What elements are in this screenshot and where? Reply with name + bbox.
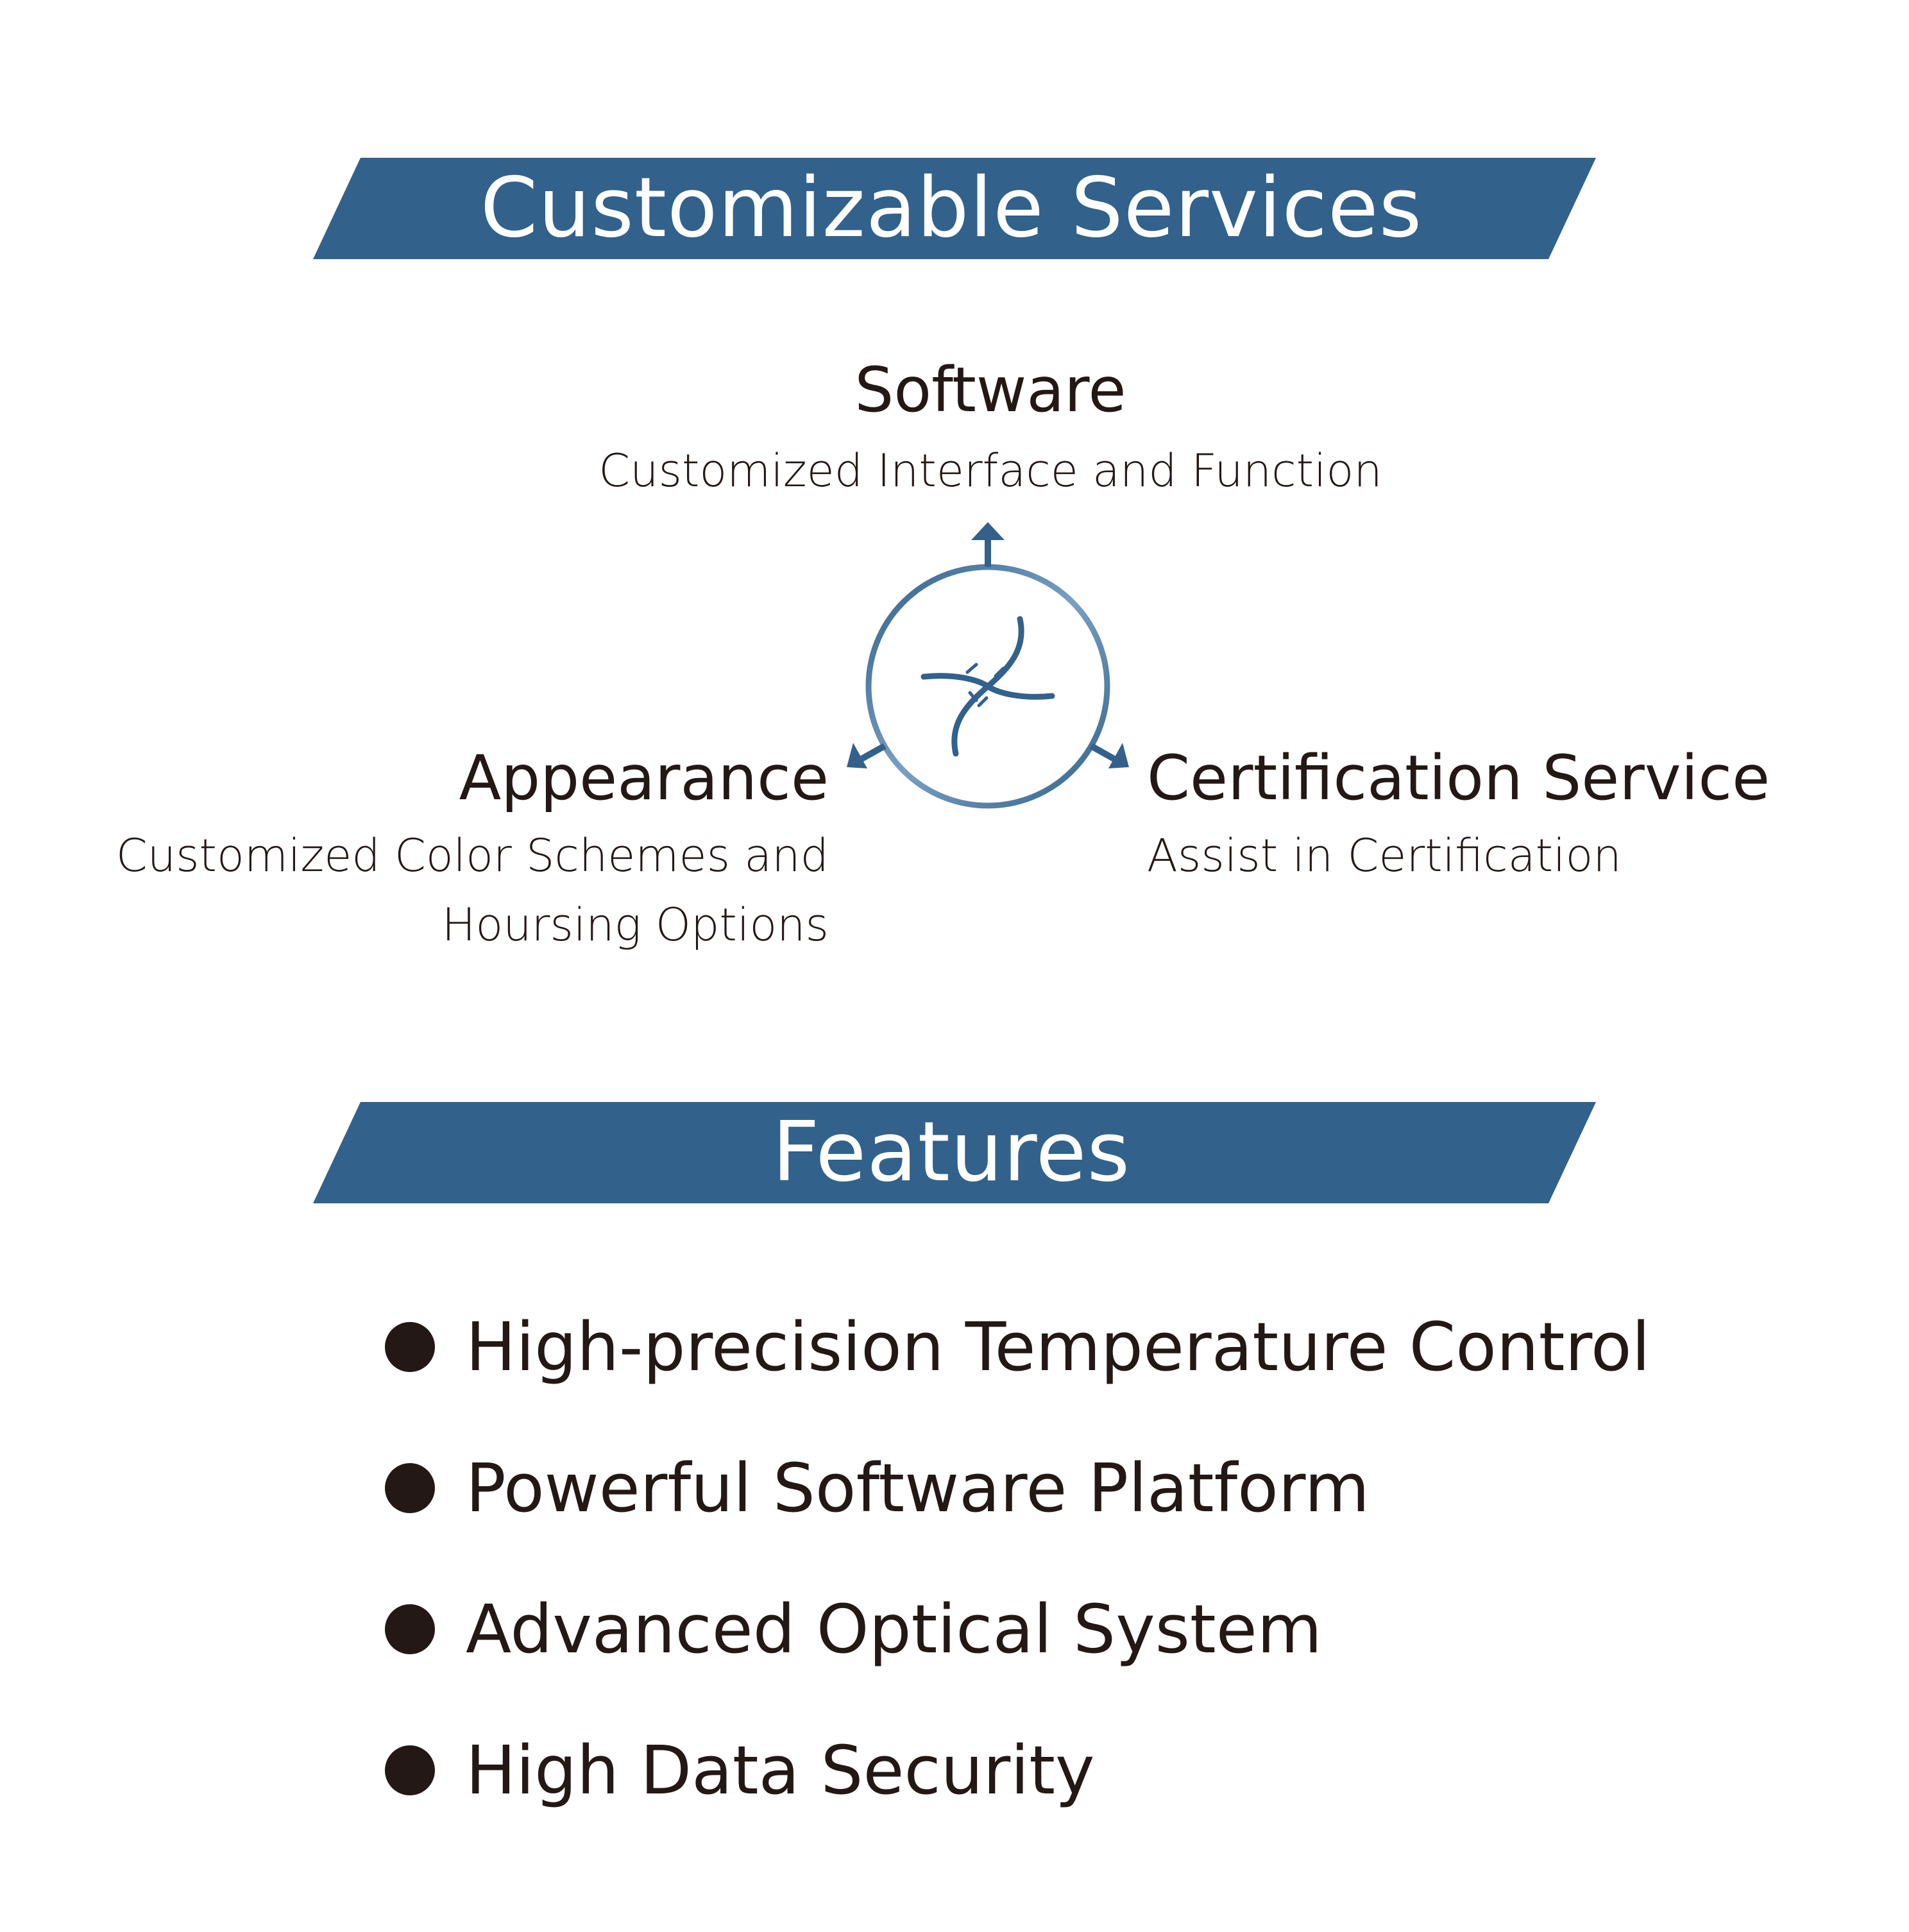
features-banner-title: Features: [772, 1105, 1131, 1200]
features-list: High-precision Temperature Control Power…: [385, 1276, 1650, 1841]
certification-description: Assist in Certification: [1147, 829, 1622, 882]
bullet-icon: [385, 1745, 435, 1795]
appearance-description: Customized Color Schemes and Hoursing Op…: [59, 821, 829, 960]
bullet-icon: [385, 1322, 435, 1372]
dna-icon: [921, 616, 1055, 757]
arrow-up-icon: [971, 522, 1005, 567]
bullet-icon: [385, 1604, 435, 1654]
feature-item: High-precision Temperature Control: [385, 1276, 1650, 1418]
services-hub-diagram: [847, 522, 1129, 809]
arrow-left-icon: [847, 743, 887, 768]
appearance-description-line-1: Customized Color Schemes and: [115, 829, 829, 882]
certification-title: Certification Service: [1147, 742, 1770, 814]
feature-item: Powerful Software Platform: [385, 1418, 1650, 1559]
services-banner-title: Customizable Services: [480, 160, 1423, 256]
feature-label: Advanced Optical System: [466, 1590, 1322, 1668]
feature-item: High Data Security: [385, 1700, 1650, 1841]
feature-label: High-precision Temperature Control: [466, 1308, 1650, 1386]
feature-label: Powerful Software Platform: [466, 1449, 1370, 1527]
bullet-icon: [385, 1463, 435, 1513]
arrow-right-icon: [1089, 743, 1129, 768]
software-description: Customized Interface and Function: [598, 445, 1382, 497]
software-title: Software: [854, 354, 1126, 426]
appearance-title: Appearance: [459, 742, 829, 814]
feature-label: High Data Security: [466, 1731, 1095, 1809]
features-banner: Features: [313, 1102, 1596, 1203]
appearance-description-line-2: Hoursing Options: [441, 899, 829, 951]
services-banner: Customizable Services: [313, 158, 1596, 259]
feature-item: Advanced Optical System: [385, 1559, 1650, 1700]
